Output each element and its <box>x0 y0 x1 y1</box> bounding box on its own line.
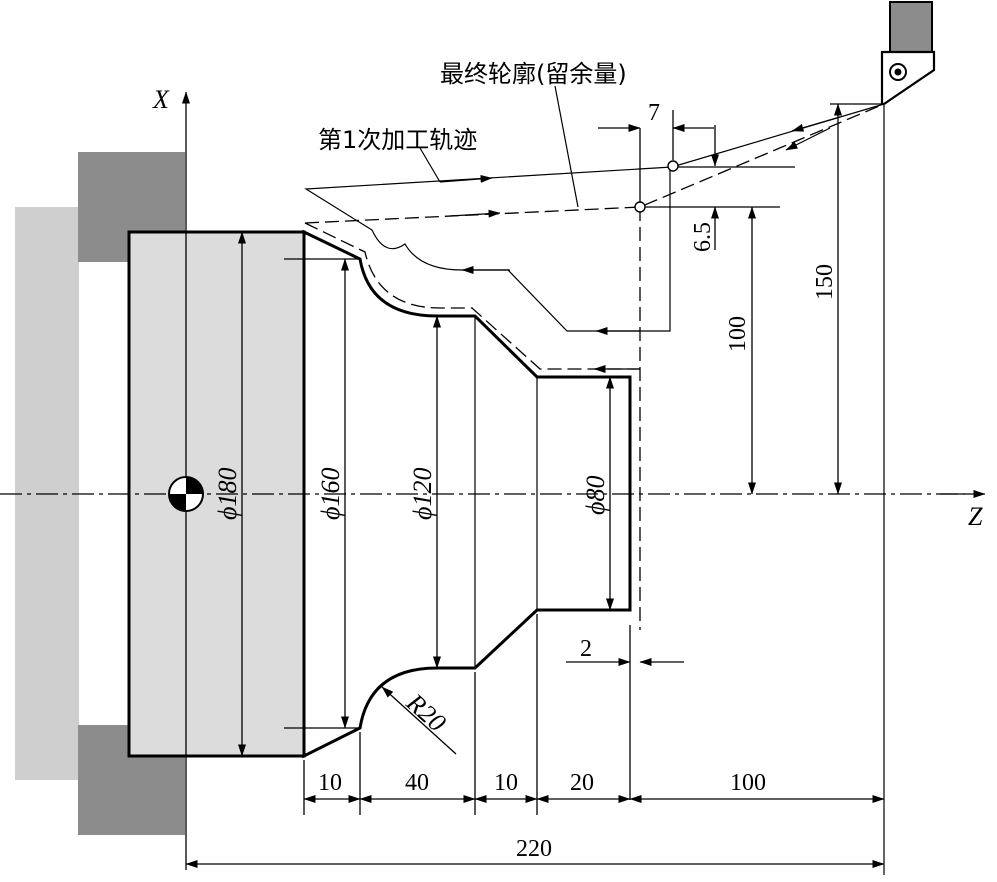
point-first-pass <box>667 160 679 172</box>
dim-6-5-label: 6.5 <box>690 222 716 252</box>
cutting-tool <box>880 1 936 106</box>
seg-100-label: 100 <box>730 770 766 796</box>
seg-10b-label: 10 <box>494 770 518 796</box>
final-contour-approach <box>304 103 885 224</box>
final-contour-path <box>304 222 640 370</box>
axis-x-label: X <box>152 85 170 114</box>
traj-arrow-7 <box>785 127 831 151</box>
leader-first-pass <box>419 147 441 183</box>
point-final <box>634 201 646 213</box>
tool-shank <box>889 1 933 53</box>
tool-insert-center <box>894 68 902 76</box>
traj-arrow-1 <box>439 174 493 183</box>
finished-profile <box>302 229 632 759</box>
traj-arrow-2 <box>449 209 501 218</box>
phi80-label: ϕ80 <box>581 476 610 515</box>
dim-7-label: 7 <box>648 100 660 126</box>
dim-2-label: 2 <box>580 636 592 662</box>
tool-holder <box>880 50 936 106</box>
total-220-label: 220 <box>516 836 552 862</box>
traj-arrow-6 <box>791 116 841 132</box>
phi160-label: ϕ160 <box>316 468 345 520</box>
axis-z-label: Z <box>968 502 983 531</box>
seg-10a-label: 10 <box>318 770 342 796</box>
dim-150-label: 150 <box>812 264 838 300</box>
leader-final-contour <box>554 85 579 208</box>
final-contour-label: 最终轮廓(留余量) <box>440 60 627 88</box>
phi120-label: ϕ120 <box>408 468 437 520</box>
radius-label: R20 <box>400 687 451 737</box>
dim-100-x-label: 100 <box>725 316 751 352</box>
first-pass-label: 第1次加工轨迹 <box>318 126 477 154</box>
seg-40-label: 40 <box>405 770 429 796</box>
phi180-label: ϕ180 <box>213 468 242 520</box>
origin-symbol <box>168 476 204 512</box>
chuck <box>15 152 185 835</box>
seg-20-label: 20 <box>570 770 594 796</box>
